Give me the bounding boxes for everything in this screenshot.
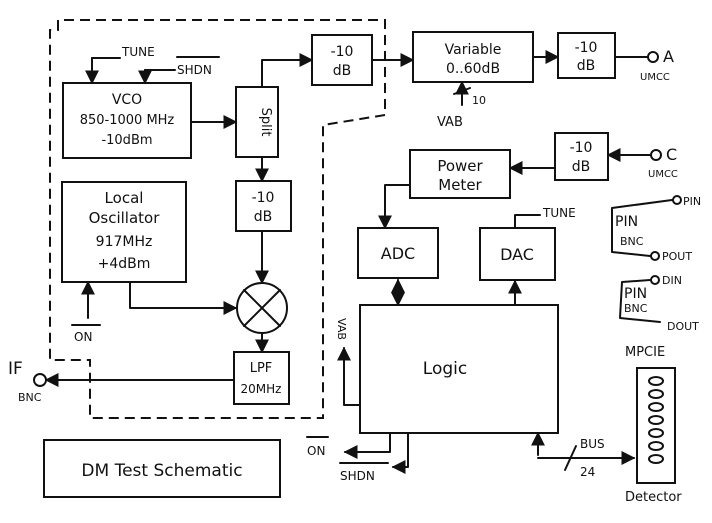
dashed-enclosure xyxy=(49,19,386,419)
on-bottom-label: ON xyxy=(307,444,325,458)
mixer-symbol xyxy=(236,282,288,334)
port-a-label: A xyxy=(663,47,674,66)
if-type: BNC xyxy=(18,391,42,404)
att-c-unit: dB xyxy=(572,159,591,175)
local-oscillator-block: Local Oscillator 917MHz +4dBm xyxy=(61,181,187,283)
pin1-type: BNC xyxy=(620,235,644,248)
bus-label: BUS xyxy=(580,437,605,451)
port-c-type: UMCC xyxy=(648,169,678,180)
vco-label: VCO xyxy=(112,92,142,108)
att-mid-unit: dB xyxy=(254,209,273,225)
meter-label-1: Power xyxy=(437,157,483,175)
att-out-value: -10 xyxy=(575,40,598,56)
port-a-connector xyxy=(647,51,659,63)
dac-tune-line xyxy=(514,214,541,229)
port-c-connector xyxy=(650,149,662,161)
vab-logic-label: VAB xyxy=(335,318,348,340)
att-c-value: -10 xyxy=(570,140,593,156)
pin2-label: PIN xyxy=(624,286,647,302)
lo-label-2: Oscillator xyxy=(89,209,161,227)
logic-label: Logic xyxy=(423,359,467,379)
vab-bus-slash xyxy=(453,87,471,95)
logic-shdn-out xyxy=(391,432,409,474)
att-top-unit: dB xyxy=(333,63,352,79)
attenuator-output: -10 dB xyxy=(557,32,616,79)
adc-label: ADC xyxy=(381,244,415,263)
if-label: IF xyxy=(8,359,23,379)
port-c-label: C xyxy=(666,145,677,164)
if-connector xyxy=(33,373,47,387)
lo-frequency: 917MHz xyxy=(96,234,153,250)
vab-label: VAB xyxy=(437,115,463,130)
split-block: Split xyxy=(235,86,279,158)
pin2-type: BNC xyxy=(624,302,648,315)
pin2-din-label: DIN xyxy=(662,274,682,287)
lpf-block: LPF 20MHz xyxy=(233,351,290,405)
pin1-label: PIN xyxy=(615,214,638,230)
title-box: DM Test Schematic xyxy=(43,439,281,498)
logic-vab-out xyxy=(337,346,361,406)
tune-top-label: TUNE xyxy=(121,45,155,59)
power-meter-block: Power Meter xyxy=(409,149,511,199)
variable-attenuator: Variable 0..60dB xyxy=(412,31,534,83)
vco-frequency: 850-1000 MHz xyxy=(80,113,175,128)
shdn-top-label: SHDN xyxy=(177,63,212,77)
adc-block: ADC xyxy=(357,227,439,279)
lo-label-1: Local xyxy=(105,189,144,207)
bus-width: 24 xyxy=(580,465,595,479)
shdn-bottom-label: SHDN xyxy=(340,469,375,483)
detector-block xyxy=(636,367,676,484)
meter-to-adc xyxy=(378,184,411,230)
port-a-type: UMCC xyxy=(640,72,670,83)
attenuator-middle: -10 dB xyxy=(235,180,292,232)
attenuator-c: -10 dB xyxy=(554,132,609,181)
lo-to-mixer xyxy=(129,281,238,315)
pin1-pout-label: POUT xyxy=(662,250,692,263)
variable-range: 0..60dB xyxy=(446,61,500,77)
lpf-cutoff: 20MHz xyxy=(241,382,282,396)
split-to-att-top xyxy=(261,53,314,88)
vab-bus-width: 10 xyxy=(472,94,486,107)
variable-label: Variable xyxy=(445,42,502,58)
logic-block: Logic xyxy=(359,304,559,434)
pin2-dout-label: DOUT xyxy=(667,320,699,333)
lo-power: +4dBm xyxy=(98,256,151,272)
split-label: Split xyxy=(258,108,273,137)
att-mid-value: -10 xyxy=(252,190,275,206)
vco-power: -10dBm xyxy=(101,133,152,148)
detector-header: MPCIE xyxy=(625,345,665,360)
pin-connector-2: DIN PIN BNC DOUT xyxy=(619,274,699,333)
on-label: ON xyxy=(74,330,92,344)
tune-dac-label: TUNE xyxy=(542,206,576,220)
dac-label: DAC xyxy=(500,245,534,264)
attenuator-top: -10 dB xyxy=(311,34,373,86)
logic-on-out xyxy=(343,432,391,459)
detector-label: Detector xyxy=(625,490,682,505)
dac-block: DAC xyxy=(479,227,556,281)
att-out-unit: dB xyxy=(577,58,596,74)
pin1-pin-label: PIN xyxy=(683,195,701,208)
pin-connector-1: PIN PIN BNC POUT xyxy=(611,195,701,263)
meter-label-2: Meter xyxy=(438,176,482,194)
page-title: DM Test Schematic xyxy=(81,461,242,481)
att-top-value: -10 xyxy=(331,44,354,60)
bus-slash xyxy=(564,445,577,471)
vco-block: VCO 850-1000 MHz -10dBm xyxy=(62,82,192,159)
lpf-label: LPF xyxy=(250,361,273,376)
